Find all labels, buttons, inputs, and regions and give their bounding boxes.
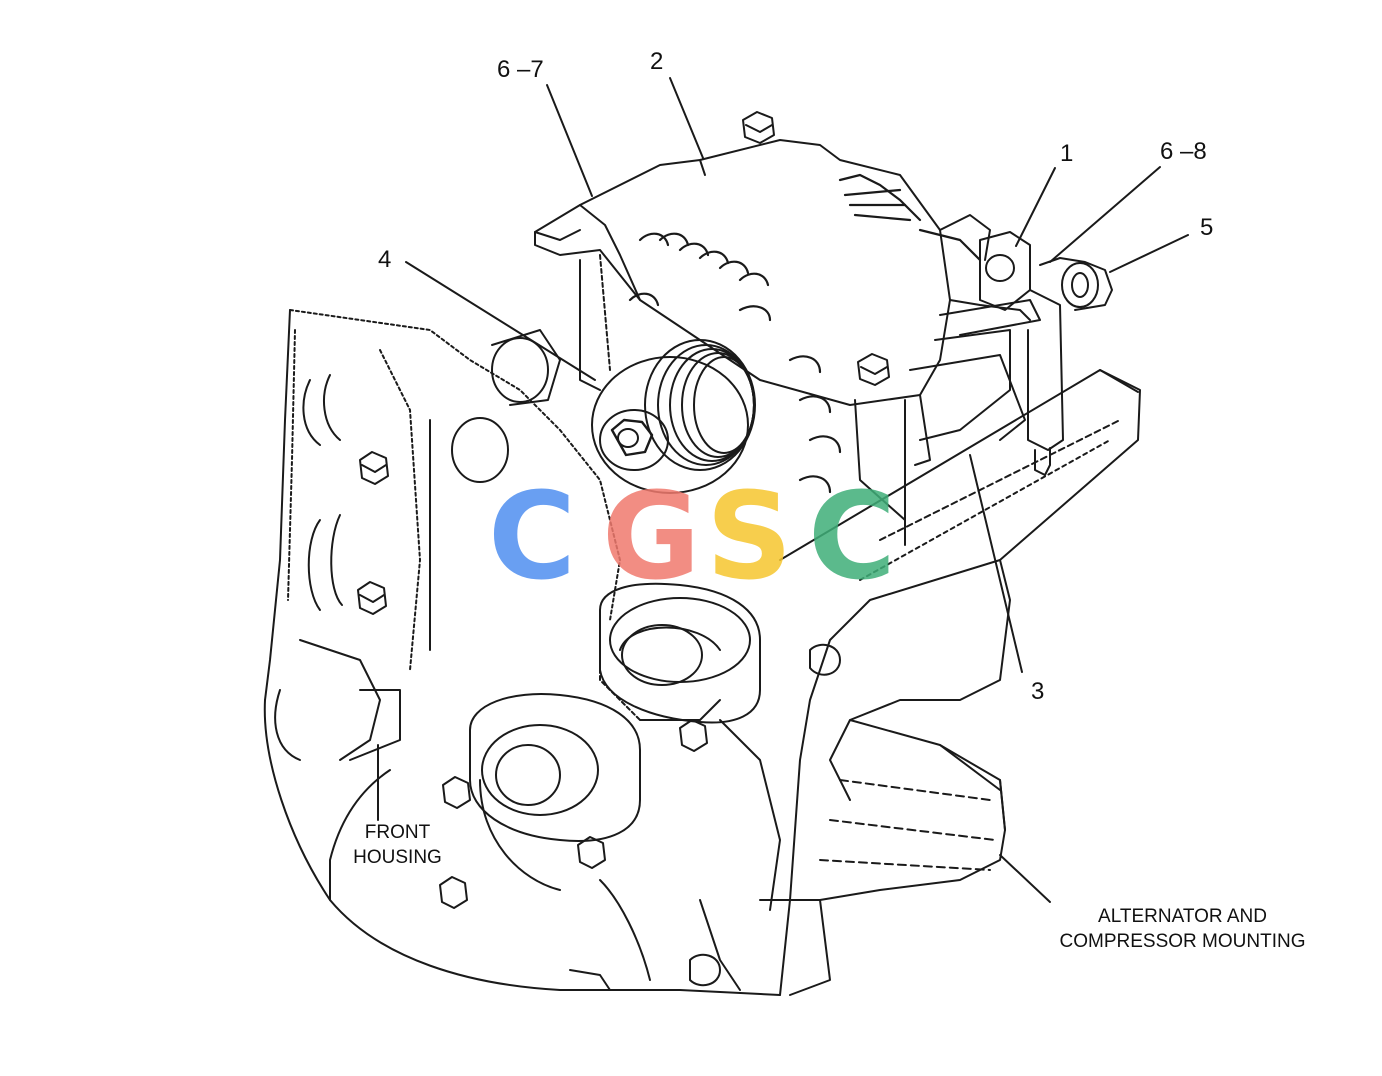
front-housing-outline xyxy=(263,309,781,996)
watermark-letter-3: S xyxy=(706,468,793,607)
callout-4: 4 xyxy=(378,246,392,273)
leader-5 xyxy=(1109,234,1189,273)
watermark-letter-4: C xyxy=(808,468,897,607)
front-housing-label-line2: HOUSING xyxy=(353,847,442,868)
front-housing-label: FRONT HOUSING xyxy=(340,820,455,870)
adjuster-bracket xyxy=(909,231,1113,476)
leader-3 xyxy=(969,454,1023,673)
callout-6-7: 6 –7 xyxy=(497,56,544,83)
alternator-body xyxy=(534,111,1031,546)
leader-4 xyxy=(405,261,596,381)
leader-lines xyxy=(377,77,1189,903)
mounting-label-line2: COMPRESSOR MOUNTING xyxy=(1059,931,1306,952)
watermark-letter-1: C xyxy=(488,468,577,607)
callout-1: 1 xyxy=(1060,140,1074,167)
idler-roller-upper xyxy=(599,582,761,724)
alternator-compressor-mounting-label: ALTERNATOR AND COMPRESSOR MOUNTING xyxy=(1035,904,1330,954)
leader-6-8 xyxy=(1049,166,1161,263)
housing-bolts xyxy=(357,451,708,909)
front-housing-label-line1: FRONT xyxy=(364,822,431,843)
callout-3: 3 xyxy=(1031,678,1045,705)
leader-1 xyxy=(1015,167,1056,247)
leader-2 xyxy=(669,77,704,159)
alternator-fins xyxy=(628,173,982,494)
watermark-letter-2: G xyxy=(602,468,701,607)
alternator-pulley xyxy=(591,339,756,494)
callout-2: 2 xyxy=(650,48,664,75)
callout-6-8: 6 –8 xyxy=(1160,138,1207,165)
idler-roller-lower xyxy=(469,693,641,842)
mounting-label-line1: ALTERNATOR AND xyxy=(1098,906,1267,927)
callout-5: 5 xyxy=(1200,214,1214,241)
leader-mounting xyxy=(999,854,1051,903)
leader-6-7 xyxy=(546,84,593,197)
mounting-bracket xyxy=(759,369,1141,996)
guard-bolts xyxy=(742,111,890,386)
